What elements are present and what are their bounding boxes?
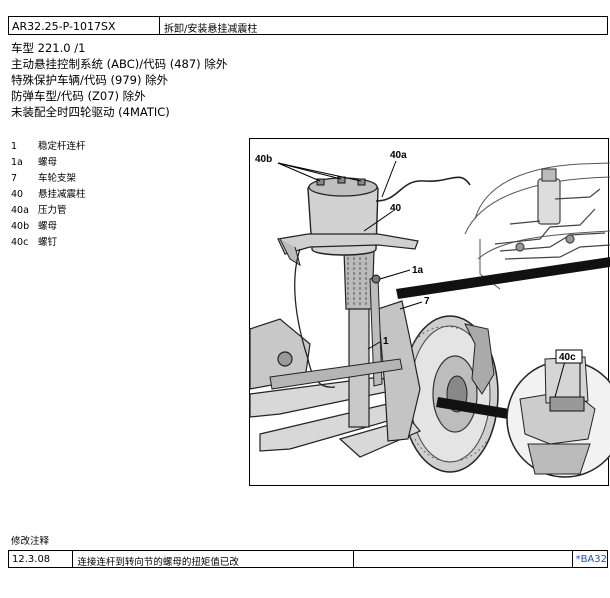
legend-label: 车轮支架: [38, 173, 77, 184]
legend-number: 7: [11, 173, 18, 184]
revision-notes-table: 12.3.08 连接连杆到转向节的螺母的扭矩值已改 *BA32: [8, 550, 608, 568]
revision-extra: [354, 551, 573, 567]
callout-leaders: [277, 160, 581, 398]
revision-text: 连接连杆到转向节的螺母的扭矩值已改: [73, 551, 354, 568]
revision-date: 12.3.08: [9, 551, 74, 567]
screw-40c: [549, 396, 585, 412]
applicability-line: 未装配全时四轮驱动 (4MATIC): [11, 105, 170, 119]
legend-label: 悬挂减震柱: [38, 189, 86, 200]
revision-notes-title: 修改注释: [11, 536, 50, 547]
legend-item: 40a 压力管: [11, 203, 86, 219]
arrow-bar-lower: [436, 397, 510, 419]
revision-reference-link[interactable]: *BA32: [575, 554, 607, 565]
suspension-strut-illustration: 40b 40a 40 1a 7 1 40c: [249, 138, 610, 486]
header-table: AR32.25-P-1017SX 拆卸/安装悬挂减震柱: [8, 16, 608, 35]
drive-shaft: [269, 358, 403, 390]
callout-40a: 40a: [390, 150, 407, 161]
link-nut-1a: [371, 274, 381, 284]
applicability-line: 特殊保护车辆/代码 (979) 除外: [11, 73, 169, 87]
air-spring-bellows: [343, 250, 375, 310]
callout-7: 7: [424, 296, 430, 307]
callout-40b: 40b: [255, 154, 272, 165]
zoom-detail-view: [436, 356, 610, 478]
applicability-line: 主动悬挂控制系统 (ABC)/代码 (487) 除外: [11, 57, 228, 71]
applicability-line: 车型 221.0 /1: [11, 41, 86, 55]
legend-item: 40c 螺钉: [11, 235, 86, 251]
nut-40b: [316, 176, 366, 186]
subframe: [249, 318, 311, 390]
legend-number: 40b: [11, 221, 30, 232]
parts-legend: 1 稳定杆连杆 1a 螺母 7 车轮支架 40 悬挂减震柱 40a 压力管 40b 螺母 4…: [11, 139, 86, 251]
legend-number: 1a: [11, 157, 23, 168]
legend-number: 40: [11, 189, 24, 200]
arrow-bar-upper: [396, 257, 610, 299]
callout-1: 1: [383, 336, 389, 347]
callout-1a: 1a: [412, 265, 424, 276]
wheel-carrier: [377, 300, 421, 442]
legend-item: 40 悬挂减震柱: [11, 187, 86, 203]
pressure-line-40a: [375, 176, 471, 202]
legend-label: 稳定杆连杆: [38, 141, 86, 152]
legend-number: 40a: [11, 205, 29, 216]
applicability-list: 车型 221.0 /1 主动悬挂控制系统 (ABC)/代码 (487) 除外 特…: [11, 40, 227, 120]
legend-number: 1: [11, 141, 18, 152]
legend-label: 螺母: [38, 157, 58, 168]
document-id: AR32.25-P-1017SX: [9, 17, 160, 34]
callout-40: 40: [390, 203, 402, 214]
pressure-line: [294, 248, 336, 388]
engine-bay-detail: [494, 168, 610, 260]
document-title: 拆卸/安装悬挂减震柱: [164, 24, 258, 35]
applicability-line: 防弹车型/代码 (Z07) 除外: [11, 89, 146, 103]
brake-caliper: [464, 323, 495, 395]
legend-item: 1a 螺母: [11, 155, 86, 171]
legend-number: 40c: [11, 237, 29, 248]
legend-label: 螺母: [38, 221, 58, 232]
callout-40c: 40c: [559, 352, 576, 363]
legend-item: 1 稳定杆连杆: [11, 139, 86, 155]
legend-item: 40b 螺母: [11, 219, 86, 235]
illustration-svg: 40b 40a 40 1a 7 1 40c: [249, 150, 610, 478]
callout-40c-box: [555, 349, 583, 364]
legend-item: 7 车轮支架: [11, 171, 86, 187]
legend-label: 螺钉: [38, 237, 58, 248]
legend-label: 压力管: [38, 205, 67, 216]
